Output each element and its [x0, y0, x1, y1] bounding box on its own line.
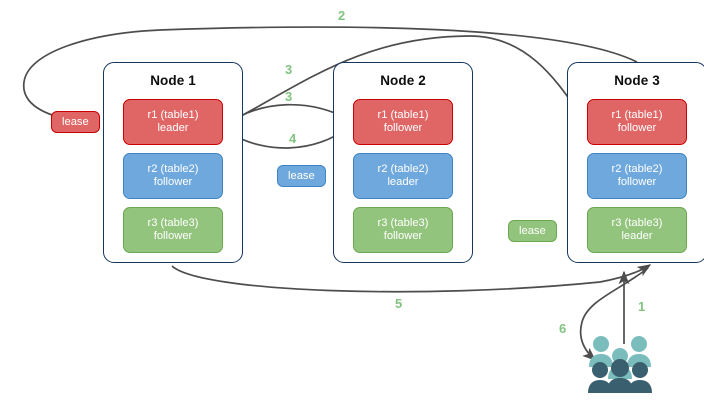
replica-name: r2 (table2) [147, 162, 199, 175]
edge-label-2: 2 [338, 8, 346, 23]
replica-n1-r3[interactable]: r3 (table3) follower [123, 207, 223, 253]
lease-badge-r1[interactable]: lease [51, 111, 100, 133]
replica-n2-r2[interactable]: r2 (table2) leader [353, 153, 453, 199]
replica-name: r3 (table3) [147, 216, 199, 229]
edge-label-1: 1 [638, 299, 646, 314]
replica-n3-r1[interactable]: r1 (table1) follower [587, 99, 687, 145]
replica-n3-r3[interactable]: r3 (table3) leader [587, 207, 687, 253]
replica-role: follower [617, 122, 657, 134]
replica-n1-r2[interactable]: r2 (table2) follower [123, 153, 223, 199]
replica-role: leader [157, 122, 189, 134]
edge-3-to-node2 [225, 103, 350, 126]
edge-5-response [171, 264, 652, 293]
replica-name: r1 (table1) [147, 108, 199, 121]
replica-role: follower [153, 230, 193, 242]
replica-role: follower [383, 230, 423, 242]
replica-name: r2 (table2) [611, 162, 663, 175]
replica-role: leader [387, 176, 419, 188]
node-title: Node 2 [380, 73, 426, 88]
replica-role: follower [153, 176, 193, 188]
replica-name: r3 (table3) [611, 216, 663, 229]
lease-badge-r2[interactable]: lease [277, 165, 326, 187]
replica-role: follower [617, 176, 657, 188]
replica-name: r2 (table2) [377, 162, 429, 175]
edge-label-5: 5 [395, 296, 403, 311]
replica-n2-r3[interactable]: r3 (table3) follower [353, 207, 453, 253]
replica-name: r1 (table1) [611, 108, 663, 121]
lease-badge-r3[interactable]: lease [508, 220, 557, 242]
replica-n1-r1[interactable]: r1 (table1) leader [123, 99, 223, 145]
edge-label-4: 4 [289, 131, 297, 146]
replica-n2-r1[interactable]: r1 (table1) follower [353, 99, 453, 145]
replica-name: r1 (table1) [377, 108, 429, 121]
edge-label-3-upper: 3 [285, 62, 293, 77]
replica-role: leader [621, 230, 653, 242]
edge-label-6: 6 [559, 321, 567, 336]
replica-name: r3 (table3) [377, 216, 429, 229]
node-title: Node 3 [614, 73, 660, 88]
edge-label-3-lower: 3 [285, 89, 293, 104]
users-group-icon [588, 336, 652, 393]
replica-role: follower [383, 122, 423, 134]
replica-n3-r2[interactable]: r2 (table2) follower [587, 153, 687, 199]
node-title: Node 1 [150, 73, 196, 88]
